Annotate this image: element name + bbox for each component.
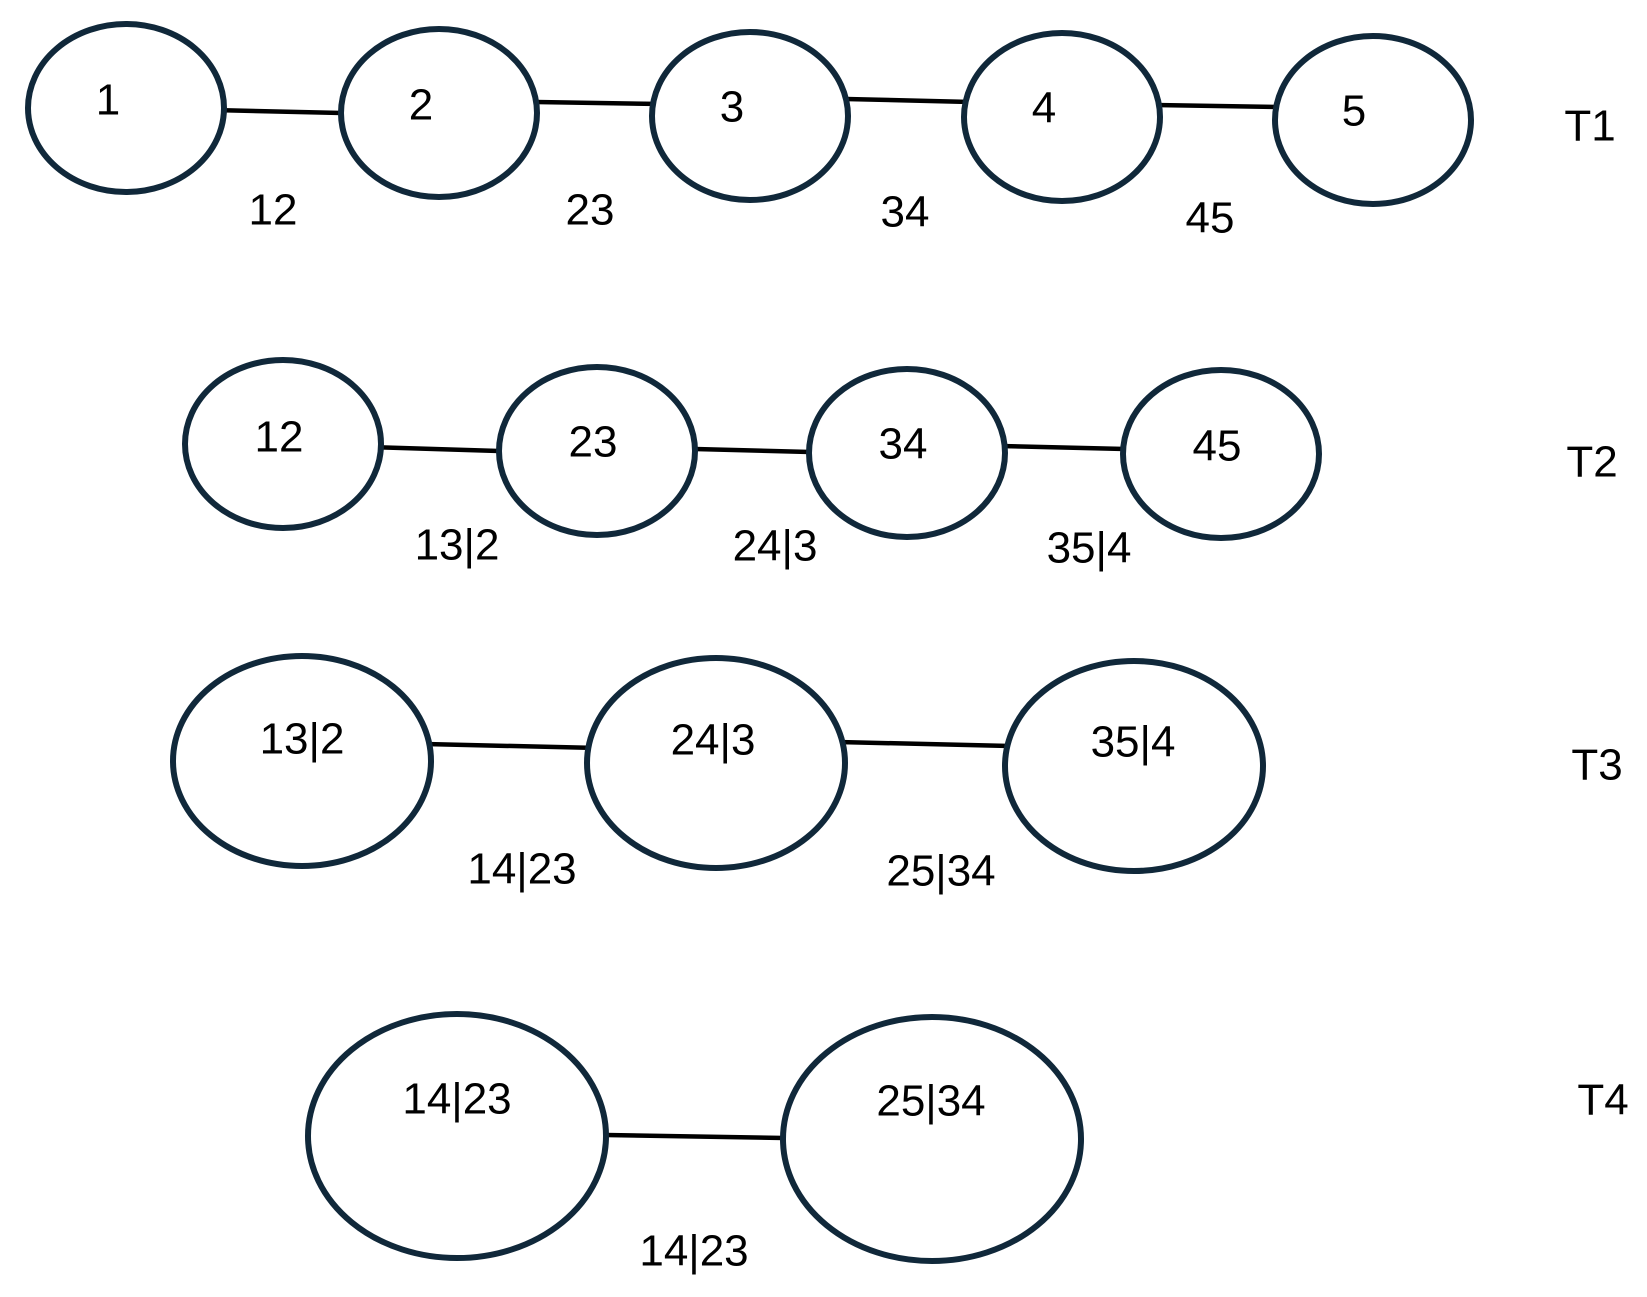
edge-line-t2-3	[999, 443, 1126, 452]
tree-t2: 12 23 34 45 13|2 24|3 35|4 T2	[182, 357, 1618, 573]
node-ellipse-t3-3	[1002, 658, 1266, 874]
tree-t3: 13|2 24|3 35|4 14|23 25|34 T3	[170, 653, 1623, 896]
edge-line-t1-4	[1154, 102, 1281, 110]
node-ellipse-t4-2	[780, 1014, 1084, 1264]
node-ellipse-t1-2	[338, 26, 540, 200]
tree-label-t3: T3	[1571, 741, 1622, 790]
edge-label-t1-2: 23	[566, 186, 615, 235]
node-ellipse-t2-4	[1120, 367, 1322, 541]
tree-label-t2: T2	[1566, 438, 1617, 487]
node-ellipse-t3-1	[170, 653, 434, 869]
node-ellipse-t1-3	[649, 29, 851, 203]
node-label-t1-1: 1	[96, 76, 120, 125]
tree-t4: 14|23 25|34 14|23 T4	[305, 1011, 1629, 1276]
tree-label-t4: T4	[1577, 1076, 1628, 1125]
node-ellipse-t2-3	[806, 366, 1008, 540]
edge-label-t2-1: 13|2	[415, 521, 500, 570]
edge-line-t3-2	[837, 739, 1011, 749]
node-label-t3-1: 13|2	[260, 715, 345, 764]
node-label-t2-2: 23	[569, 418, 618, 467]
node-label-t2-1: 12	[255, 413, 304, 462]
edge-line-t4-1	[605, 1132, 785, 1141]
edge-line-t2-1	[369, 444, 500, 454]
edge-label-t2-3: 35|4	[1047, 524, 1132, 573]
node-label-t1-4: 4	[1032, 84, 1056, 133]
node-label-t1-3: 3	[720, 83, 744, 132]
node-ellipse-t2-1	[182, 357, 384, 531]
edge-line-t3-1	[424, 741, 599, 751]
node-label-t3-3: 35|4	[1091, 718, 1176, 767]
edge-label-t3-1: 14|23	[467, 845, 576, 894]
node-label-t4-2: 25|34	[876, 1077, 985, 1126]
node-ellipse-t1-4	[961, 30, 1163, 204]
edge-line-t1-1	[212, 107, 343, 116]
edge-line-t1-3	[845, 96, 972, 105]
edge-line-t1-2	[535, 99, 663, 107]
node-ellipse-t3-2	[584, 655, 848, 871]
node-label-t2-4: 45	[1193, 422, 1242, 471]
node-label-t1-2: 2	[409, 81, 433, 130]
tree-label-t1: T1	[1564, 102, 1615, 151]
node-ellipse-t4-1	[305, 1011, 609, 1261]
node-label-t4-1: 14|23	[402, 1075, 511, 1124]
edge-label-t3-2: 25|34	[886, 847, 995, 896]
node-ellipse-t1-5	[1272, 33, 1474, 207]
node-ellipse-t1-1	[25, 21, 227, 195]
edge-label-t1-4: 45	[1186, 194, 1235, 243]
node-label-t2-3: 34	[879, 420, 928, 469]
edge-label-t1-1: 12	[249, 186, 298, 235]
node-label-t1-5: 5	[1342, 87, 1366, 136]
edge-label-t1-3: 34	[881, 188, 930, 237]
node-ellipse-t2-2	[496, 364, 698, 538]
edge-label-t2-2: 24|3	[733, 522, 818, 571]
tree-t1: 1 2 3 4 5 12 23 34 45 T1	[25, 21, 1616, 243]
edge-line-t2-2	[694, 446, 811, 455]
node-label-t3-2: 24|3	[671, 716, 756, 765]
edge-label-t4-1: 14|23	[639, 1227, 748, 1276]
